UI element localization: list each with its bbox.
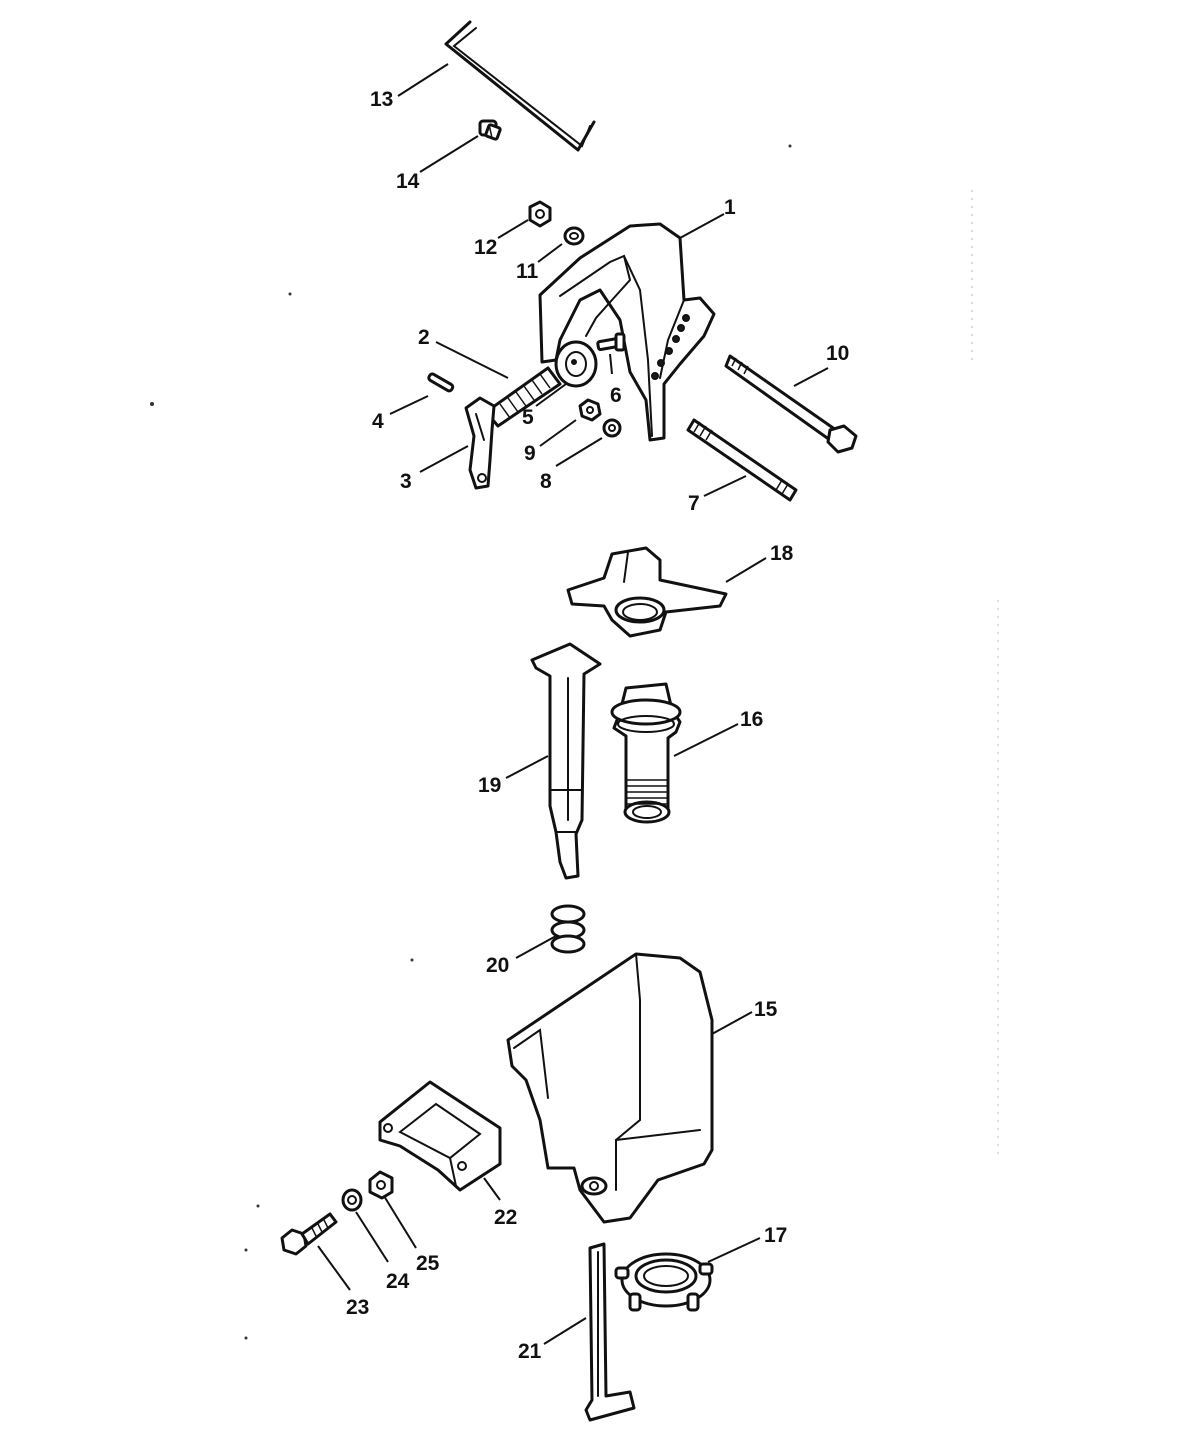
callout-18: 18 bbox=[770, 542, 794, 565]
part-18-wing-collar bbox=[566, 546, 728, 638]
callout-12: 12 bbox=[474, 236, 497, 259]
callout-17: 17 bbox=[764, 1224, 787, 1247]
callout-6: 6 bbox=[610, 384, 622, 407]
callout-21: 21 bbox=[518, 1340, 542, 1363]
callout-20: 20 bbox=[486, 954, 509, 977]
part-17-lock-ring bbox=[614, 1252, 714, 1312]
part-3-clamp-handle bbox=[464, 396, 496, 490]
part-8-washer bbox=[602, 418, 622, 438]
callout-14: 14 bbox=[396, 170, 420, 193]
part-23-bolt bbox=[280, 1212, 338, 1256]
part-19-key-shaft bbox=[530, 642, 602, 880]
part-20-spring bbox=[550, 904, 586, 954]
part-7-stud bbox=[686, 418, 798, 502]
callout-13: 13 bbox=[370, 88, 393, 111]
part-22-bracket bbox=[378, 1080, 502, 1192]
callout-15: 15 bbox=[754, 998, 778, 1021]
callout-24: 24 bbox=[386, 1270, 410, 1293]
callout-23: 23 bbox=[346, 1296, 369, 1319]
callout-2: 2 bbox=[418, 326, 430, 349]
part-1-clamp-bracket bbox=[538, 222, 716, 442]
callout-4: 4 bbox=[372, 410, 384, 433]
part-25-hex-nut bbox=[368, 1170, 394, 1200]
leader-lines bbox=[317, 63, 829, 1345]
part-15-housing bbox=[506, 952, 714, 1224]
callout-10: 10 bbox=[826, 342, 849, 365]
callout-11: 11 bbox=[516, 260, 539, 283]
part-14-screw bbox=[478, 119, 502, 141]
part-9-hex-nut bbox=[578, 398, 602, 422]
part-16-threaded-tube bbox=[610, 682, 682, 824]
callout-8: 8 bbox=[540, 470, 552, 493]
callout-3: 3 bbox=[400, 470, 412, 493]
part-5-clamp-pad bbox=[554, 340, 598, 388]
callout-1: 1 bbox=[724, 196, 736, 219]
callout-22: 22 bbox=[494, 1206, 517, 1229]
part-13-l-rod bbox=[444, 20, 596, 152]
callout-9: 9 bbox=[524, 442, 536, 465]
part-21-blade bbox=[584, 1242, 636, 1422]
part-24-washer bbox=[341, 1188, 363, 1212]
callout-labels: 1 2 3 4 5 6 7 8 9 10 11 12 13 14 15 16 1… bbox=[346, 88, 849, 1363]
callout-19: 19 bbox=[478, 774, 501, 797]
callout-7: 7 bbox=[688, 492, 700, 515]
callout-25: 25 bbox=[416, 1252, 440, 1275]
part-4-pin bbox=[427, 372, 455, 393]
part-6-bolt bbox=[596, 332, 626, 352]
callout-5: 5 bbox=[522, 406, 534, 429]
part-10-long-bolt bbox=[724, 354, 858, 454]
part-12-hex-nut bbox=[528, 200, 552, 228]
callout-16: 16 bbox=[740, 708, 763, 731]
part-11-washer bbox=[563, 226, 585, 246]
